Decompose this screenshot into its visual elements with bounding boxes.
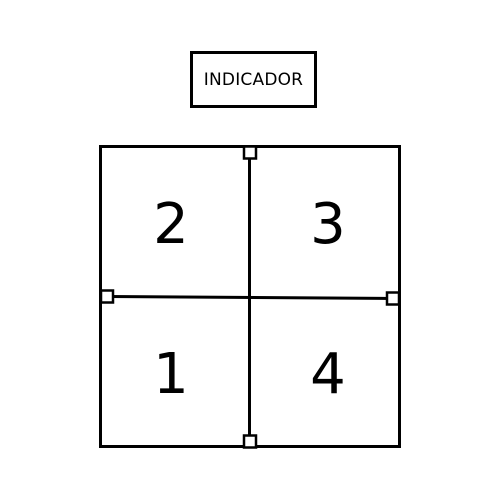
- handle-bottom[interactable]: [242, 434, 258, 449]
- handle-top[interactable]: [242, 145, 258, 160]
- quadrant-number-bottom-right: 4: [310, 342, 346, 407]
- quadrant-number-top-left: 2: [153, 192, 189, 257]
- quadrant-number-top-right: 3: [310, 192, 346, 257]
- indicator-label: INDICADOR: [203, 69, 304, 90]
- horizontal-divider: [106, 295, 394, 300]
- quadrant-number-bottom-left: 1: [153, 342, 189, 407]
- indicator-box: INDICADOR: [190, 51, 317, 108]
- handle-right[interactable]: [385, 291, 401, 306]
- handle-left[interactable]: [99, 289, 115, 304]
